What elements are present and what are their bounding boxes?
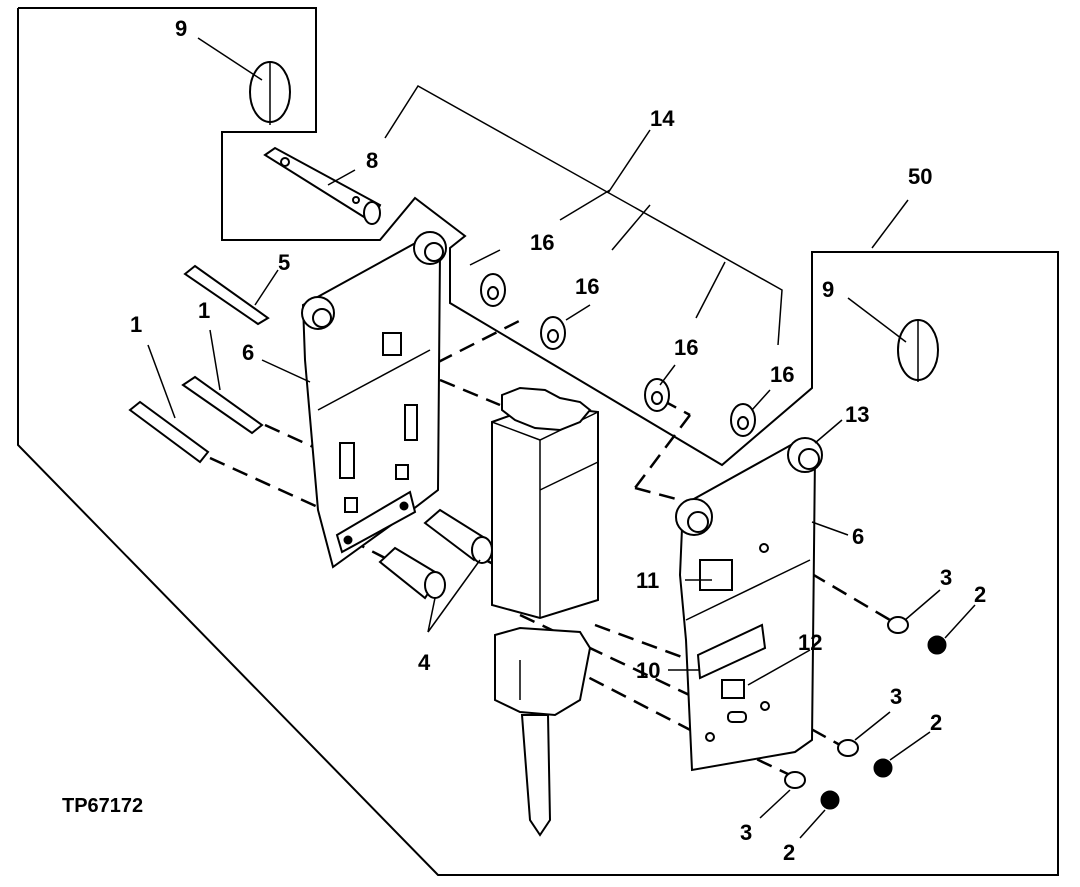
callout-3-c: 3 xyxy=(740,820,752,845)
callout-50: 50 xyxy=(908,164,932,189)
callout-9-right: 9 xyxy=(822,277,834,302)
callout-14: 14 xyxy=(650,106,675,131)
bracket-group-14 xyxy=(384,84,783,346)
breaker-hammer xyxy=(491,386,599,837)
diagram-code: TP67172 xyxy=(62,795,143,817)
callout-9-top: 9 xyxy=(175,16,187,41)
callout-3-b: 3 xyxy=(890,684,902,709)
callout-16-d: 16 xyxy=(770,362,794,387)
callout-6-left: 6 xyxy=(242,340,254,365)
callout-labels: 9 8 14 50 16 16 16 16 9 5 1 1 6 13 6 11 … xyxy=(62,16,986,865)
pin-8 xyxy=(263,146,382,225)
washers-nuts xyxy=(784,616,947,810)
callout-13: 13 xyxy=(845,402,869,427)
callout-3-a: 3 xyxy=(940,565,952,590)
callout-2-b: 2 xyxy=(930,710,942,735)
callout-1-b: 1 xyxy=(198,298,210,323)
leader-lines xyxy=(147,37,976,839)
callout-12: 12 xyxy=(798,630,822,655)
callout-10: 10 xyxy=(636,658,660,683)
callout-2-c: 2 xyxy=(783,840,795,865)
callout-1-a: 1 xyxy=(130,312,142,337)
callout-16-b: 16 xyxy=(575,274,599,299)
callout-5: 5 xyxy=(278,250,290,275)
callout-4: 4 xyxy=(418,650,431,675)
callout-16-a: 16 xyxy=(530,230,554,255)
lynch-pins-9 xyxy=(249,61,939,382)
right-mounting-plate xyxy=(675,437,823,772)
pins-4 xyxy=(378,508,493,600)
callout-11: 11 xyxy=(636,568,659,593)
callout-2-a: 2 xyxy=(974,582,986,607)
bolts xyxy=(128,264,270,464)
callout-6-right: 6 xyxy=(852,524,864,549)
left-mounting-plate xyxy=(301,231,447,569)
callout-16-c: 16 xyxy=(674,335,698,360)
assembly-outline xyxy=(17,7,1059,876)
callout-8: 8 xyxy=(366,148,378,173)
washers-16 xyxy=(480,273,756,437)
